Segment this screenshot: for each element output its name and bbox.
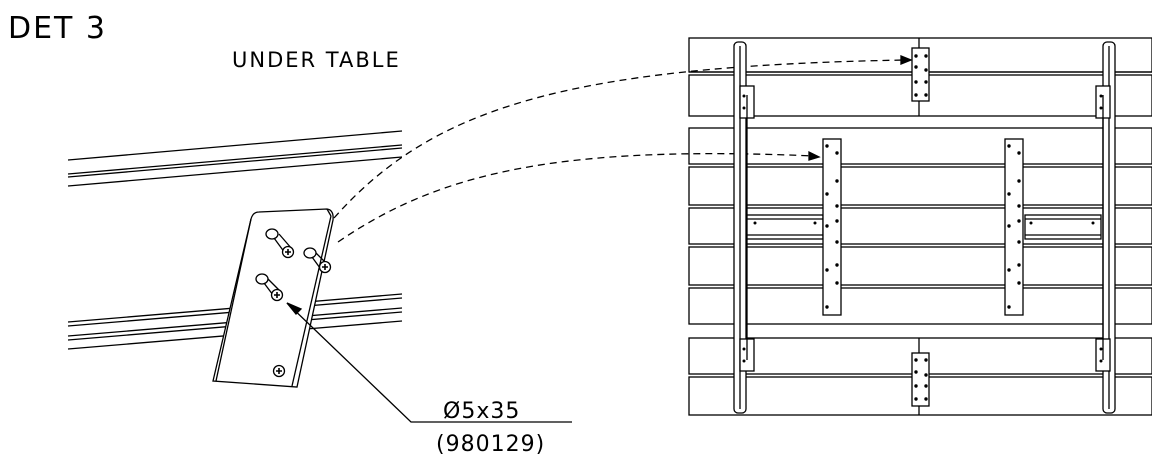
leg-right — [1095, 41, 1116, 414]
joint-plate-top — [911, 47, 930, 102]
joint-plate-bottom — [911, 352, 930, 407]
cross-bracket-right — [1024, 214, 1102, 240]
screw-mid — [255, 273, 284, 302]
table-plan-view — [688, 37, 1152, 416]
guide-curve-upper — [333, 59, 907, 219]
guide-arrow-lower — [808, 150, 821, 161]
upper-rail — [67, 130, 403, 187]
screw-top-left — [265, 228, 295, 259]
screw-top-right — [303, 247, 332, 274]
screw-bottom — [272, 364, 286, 378]
screw-holes — [742, 54, 1103, 401]
guide-curve-lower — [337, 152, 815, 243]
detail-view — [67, 55, 913, 423]
leg-left — [733, 41, 755, 414]
cross-bracket-left — [746, 214, 824, 240]
guide-arrow-upper — [900, 55, 913, 65]
detail-title: DET 3 — [8, 11, 107, 46]
fastener-part-number: (980129) — [436, 432, 545, 456]
detail-subtitle: UNDER TABLE — [232, 48, 401, 72]
callout-leader — [286, 302, 572, 423]
fastener-size-label: Ø5x35 — [443, 399, 520, 424]
